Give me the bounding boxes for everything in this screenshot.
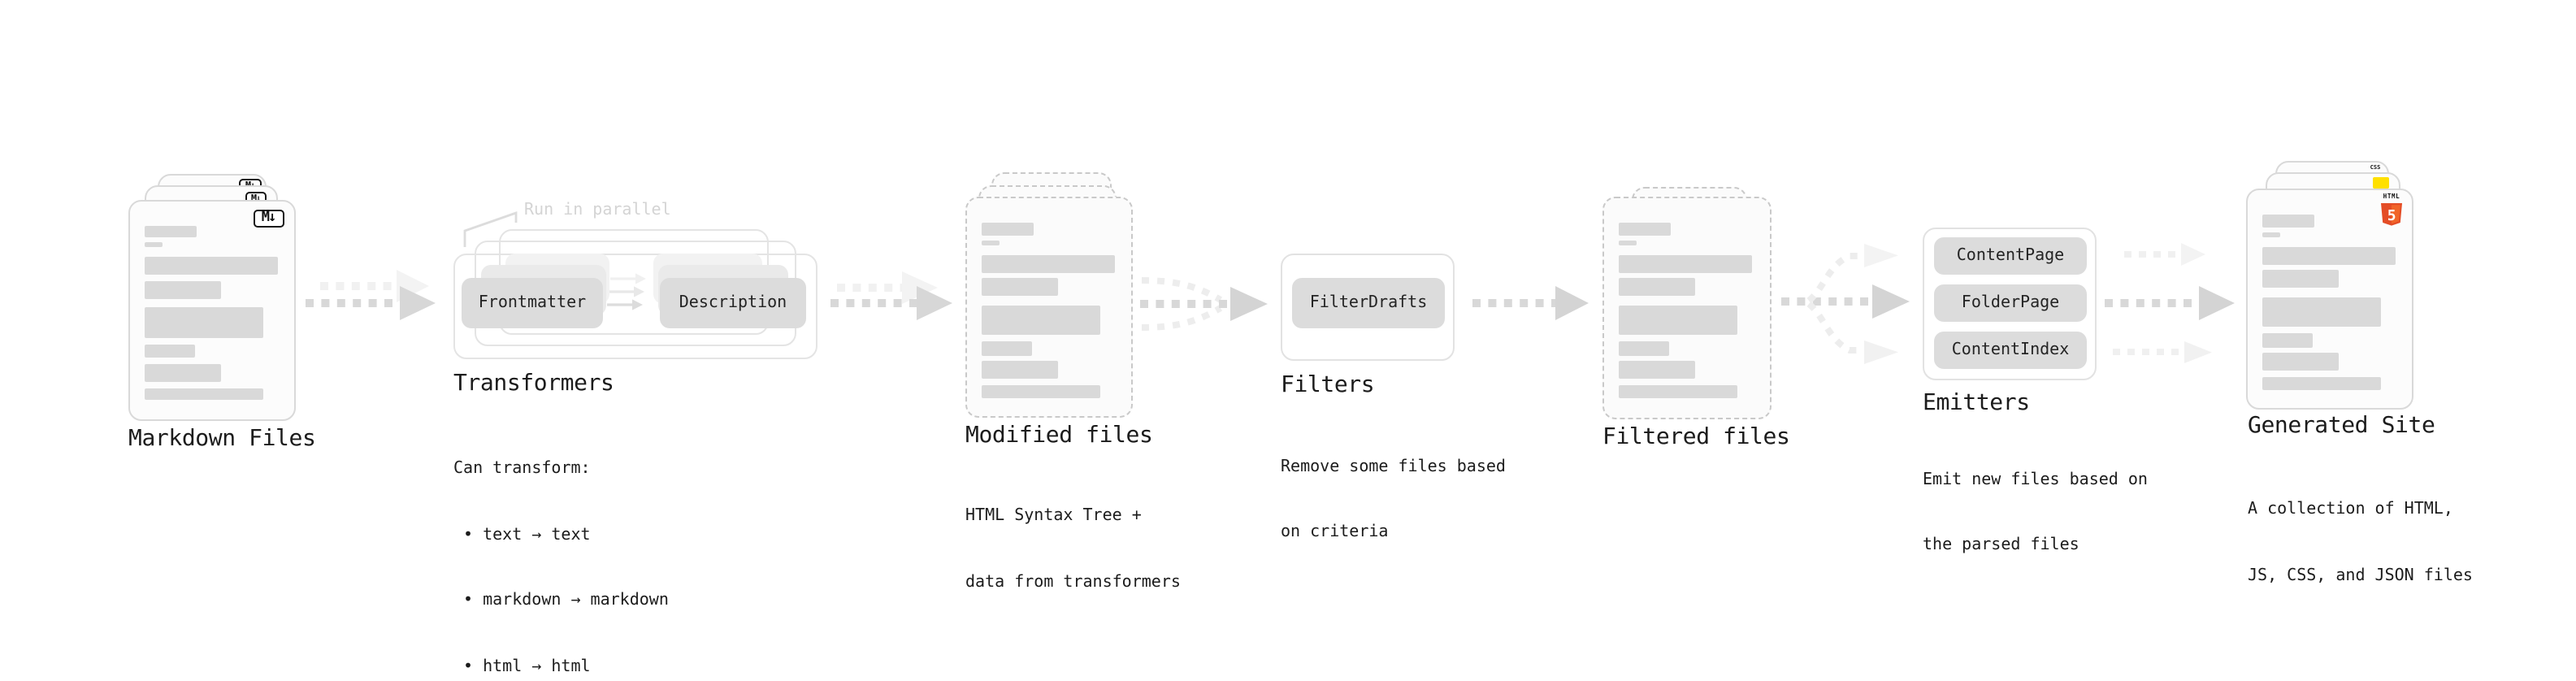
placeholder-bar xyxy=(1618,240,1637,245)
transformer-pill-frontmatter: Frontmatter xyxy=(462,278,603,328)
modified-files-description: HTML Syntax Tree + data from transformer… xyxy=(965,462,1181,637)
placeholder-bar xyxy=(144,257,277,275)
placeholder-bar xyxy=(1618,385,1737,397)
placeholder-bar xyxy=(2262,297,2380,327)
description-line: • markdown → markdown xyxy=(463,592,669,609)
placeholder-bar xyxy=(981,341,1031,355)
emitters-heading: Emitters xyxy=(1923,390,2030,416)
placeholder-bar xyxy=(1618,361,1694,379)
description-line: HTML Syntax Tree + xyxy=(965,507,1142,525)
placeholder-bar xyxy=(1618,223,1670,235)
filtered-file-card xyxy=(1602,197,1771,419)
transformer-pill-description: Description xyxy=(660,278,806,328)
placeholder-bar xyxy=(2262,377,2380,389)
placeholder-bar xyxy=(2262,232,2280,236)
transformers-heading: Transformers xyxy=(453,371,614,397)
placeholder-bar xyxy=(2262,333,2312,347)
emitter-pill-contentpage: ContentPage xyxy=(1934,236,2087,274)
placeholder-bar xyxy=(981,361,1057,379)
placeholder-bar xyxy=(1618,305,1737,335)
description-line: data from transformers xyxy=(965,573,1181,591)
html5-icon: HTML 5 xyxy=(2381,193,2402,232)
filter-pill-filterdrafts: FilterDrafts xyxy=(1292,277,1445,328)
placeholder-bar xyxy=(144,388,262,400)
placeholder-bar xyxy=(2262,215,2314,227)
filters-description: Remove some files based on criteria xyxy=(1281,412,1506,588)
run-in-parallel-leader xyxy=(463,211,518,247)
filters-heading: Filters xyxy=(1281,371,1375,397)
description-line: on criteria xyxy=(1281,523,1389,541)
emitters-description: Emit new files based on the parsed files xyxy=(1923,425,2148,601)
markdown-file-card: M↓ xyxy=(128,199,295,421)
placeholder-bar xyxy=(2262,246,2395,264)
transformer-box xyxy=(453,254,817,359)
html5-shield: 5 xyxy=(2381,202,2402,225)
description-line: • html → html xyxy=(463,657,591,675)
placeholder-bar xyxy=(1618,278,1694,296)
placeholder-bar xyxy=(981,240,1000,245)
placeholder-bar xyxy=(1618,254,1751,272)
emitter-pill-folderpage: FolderPage xyxy=(1934,284,2087,321)
placeholder-bar xyxy=(144,363,220,381)
arrow-filtered-to-emitters xyxy=(1781,244,1910,364)
markdown-files-label: Markdown Files xyxy=(128,426,316,452)
arrow-markdown-to-transformers xyxy=(306,270,436,320)
js-icon xyxy=(2373,177,2389,189)
modified-file-card xyxy=(965,197,1132,418)
site-file-card-html: HTML 5 xyxy=(2246,189,2413,409)
placeholder-bar xyxy=(981,385,1099,397)
description-line: Emit new files based on xyxy=(1923,471,2148,488)
placeholder-bar xyxy=(144,225,196,237)
placeholder-bar xyxy=(1618,341,1668,355)
emitter-pill-contentindex: ContentIndex xyxy=(1934,331,2087,368)
placeholder-bar xyxy=(981,223,1033,235)
placeholder-bar xyxy=(2262,353,2338,371)
placeholder-bar xyxy=(144,307,262,337)
placeholder-bar xyxy=(981,278,1057,296)
description-line: Can transform: xyxy=(453,460,591,478)
arrow-transformers-to-modified xyxy=(830,271,952,320)
placeholder-bar xyxy=(144,280,220,298)
filtered-files-heading: Filtered files xyxy=(1602,424,1790,450)
svg-text:5: 5 xyxy=(2387,206,2396,223)
description-line: the parsed files xyxy=(1923,536,2079,554)
placeholder-bar xyxy=(981,254,1114,272)
placeholder-bar xyxy=(144,344,194,358)
placeholder-bar xyxy=(2262,270,2338,288)
arrow-filters-to-filtered xyxy=(1472,286,1589,320)
arrow-modified-to-filters xyxy=(1140,277,1268,331)
placeholder-bar xyxy=(144,242,163,247)
run-in-parallel-annotation: Run in parallel xyxy=(524,201,671,219)
placeholder-bar xyxy=(981,305,1099,335)
description-line: • text → text xyxy=(463,526,591,544)
arrow-emitters-to-site xyxy=(2105,243,2235,363)
transformers-description: Can transform: • text → text • markdown … xyxy=(453,414,669,681)
description-line: A collection of HTML, xyxy=(2248,501,2453,518)
description-line: Remove some files based xyxy=(1281,458,1506,475)
generated-site-heading: Generated Site xyxy=(2248,413,2435,439)
description-line: JS, CSS, and JSON files xyxy=(2248,566,2473,584)
generated-site-description: A collection of HTML, JS, CSS, and JSON … xyxy=(2248,455,2473,631)
transformer-pill-arrows xyxy=(607,273,646,310)
markdown-icon: M↓ xyxy=(253,209,284,228)
modified-files-heading: Modified files xyxy=(965,423,1153,449)
